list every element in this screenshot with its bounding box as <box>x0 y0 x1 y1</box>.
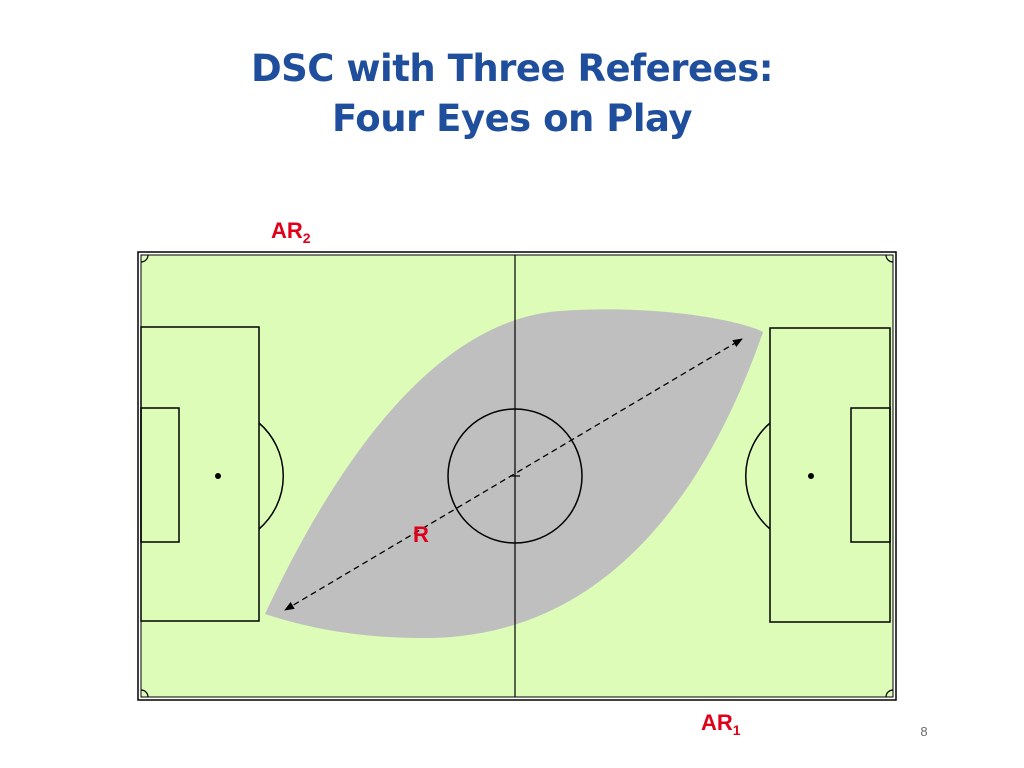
assistant-referee-1-label: AR1 <box>701 710 741 738</box>
referee-label: R <box>413 522 429 547</box>
left-penalty-arc <box>258 422 285 530</box>
title-line-2: Four Eyes on Play <box>332 97 692 140</box>
assistant-referee-2-label: AR2 <box>271 218 311 246</box>
corner-arc-top-left <box>140 254 149 263</box>
right-penalty-spot <box>808 473 814 479</box>
left-goal-area <box>140 407 180 543</box>
ar1-text: AR <box>701 710 733 735</box>
ar2-subscript: 2 <box>302 230 311 246</box>
pitch-outer-frame <box>137 251 897 701</box>
corner-arc-bottom-right <box>885 689 894 698</box>
page-number: 8 <box>920 724 928 739</box>
slide-title: DSC with Three Referees: Four Eyes on Pl… <box>0 44 1024 144</box>
corner-arc-bottom-left <box>140 689 149 698</box>
right-penalty-arc <box>744 422 771 530</box>
right-goal-area <box>850 407 891 543</box>
ar2-text: AR <box>271 218 303 243</box>
ar1-subscript: 1 <box>732 722 741 738</box>
diagonal-arrow <box>284 338 743 611</box>
left-penalty-spot <box>215 473 221 479</box>
title-line-1: DSC with Three Referees: <box>250 47 774 90</box>
corner-arc-top-right <box>885 254 894 263</box>
